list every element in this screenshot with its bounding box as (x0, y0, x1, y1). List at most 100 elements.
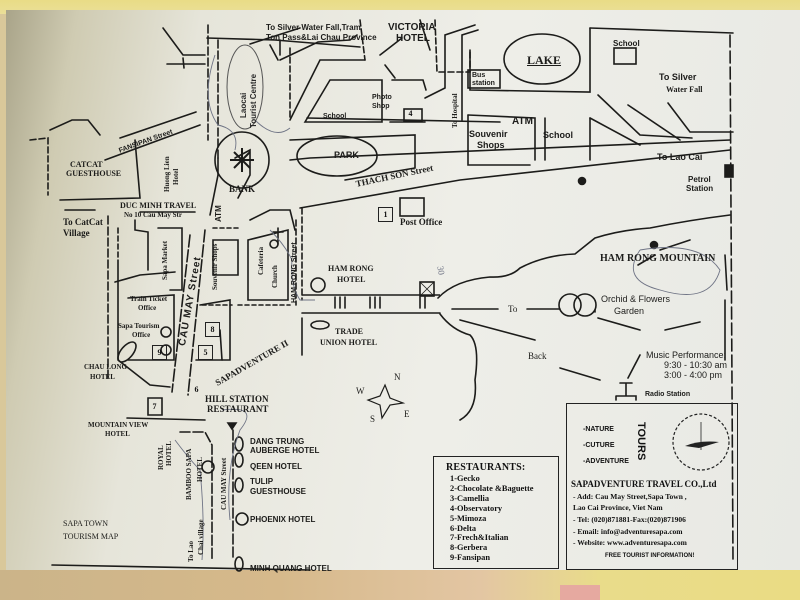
arrow (627, 354, 641, 379)
road-cau-may-east (187, 229, 206, 396)
block-train-office (127, 294, 175, 361)
hotel-marker (234, 436, 244, 452)
direction-silver-waterfall-right-1: To Silver (659, 72, 697, 82)
triangle-marker (226, 422, 238, 431)
direction-hospital: To Hospital (451, 93, 459, 128)
huong-lien-hotel-label-1: Huong Lien (163, 156, 171, 192)
restaurants-title: RESTAURANTS: (446, 462, 526, 473)
orchid-garden-label-2: Garden (614, 306, 645, 316)
arrow (637, 254, 656, 266)
restaurant-item: 3-Camellia (450, 493, 490, 503)
souvenir-shops-label-1: Souvenir (469, 129, 508, 139)
trade-union-hotel-label-1: TRADE (335, 327, 364, 336)
road (289, 59, 366, 121)
road (134, 219, 149, 271)
royal-hotel-label-1: ROYAL (157, 445, 165, 470)
laocai-tourist-centre-label-2: Tourist Centre (249, 73, 258, 128)
block-souvenir-street (212, 239, 239, 276)
direction-catcat-2: Village (63, 228, 90, 238)
lake-label: LAKE (527, 53, 562, 67)
map-paper (6, 10, 800, 576)
agency-address-2: Lao Cai Province, Viet Nam (573, 503, 663, 512)
atm-label-top: ATM (512, 116, 533, 127)
road (461, 29, 479, 121)
direction-silver-waterfall-top-1: To Silver Water Fall,Tram (266, 23, 361, 32)
direction-to: To (508, 304, 518, 314)
restaurant-item: 5-Mimoza (450, 513, 487, 523)
road (424, 24, 476, 99)
direction-silver-waterfall-top-2: Ton Pass&Lai Chau Province (266, 33, 377, 42)
duc-minh-travel-label-1: DUC MINH TRAVEL (120, 201, 197, 210)
compass-n: N (394, 372, 401, 382)
road (249, 209, 296, 231)
bus-station-label-1: Bus (472, 72, 486, 79)
road (162, 27, 206, 56)
block-photo (391, 79, 427, 91)
arrow (664, 321, 701, 331)
agency-bullet-culture: -CUTURE (583, 442, 615, 449)
desk-bottom (0, 570, 800, 600)
chau-long-hotel-label-2: HOTEL (90, 373, 115, 381)
bamboo-sapa-hotel-label-2: HOTEL (196, 457, 204, 482)
road (379, 37, 403, 56)
dang-trung-label-2: AUBERGE HOTEL (250, 446, 320, 455)
direction-back: Back (528, 351, 547, 361)
restaurant-item: 9-Fansipan (450, 553, 491, 563)
road-fansipan (104, 124, 201, 161)
road (359, 19, 366, 61)
sapadventure-agency-box: -NATURE -CUTURE -ADVENTURE TOURS SAPADVE… (566, 403, 738, 570)
road-cau-may-west (171, 234, 191, 393)
orchid-garden-circle (558, 293, 582, 317)
train-ticket-office-label-2: Office (138, 304, 157, 312)
map-edge-right (729, 34, 734, 561)
direction-ta-van-2: Chai village (197, 519, 205, 555)
hotel-marker (310, 320, 330, 330)
church-cross (272, 227, 284, 245)
agency-tours: TOURS (635, 422, 647, 461)
hill-station-label-1: HILL STATION (205, 394, 269, 404)
restaurants-list: 1-Gecko 2-Chocolate &Baguette 3-Camellia… (450, 474, 534, 563)
duc-minh-travel-label-2: No 10 Cau May Str (124, 211, 182, 219)
trade-union-hotel-label-2: UNION HOTEL (320, 338, 378, 347)
music-time-2: 3:00 - 4:00 pm (664, 370, 723, 380)
souvenir-shops-label-2: Shops (477, 140, 505, 150)
train-ticket-office-label-1: Train Ticket (130, 295, 168, 303)
laocai-tourist-centre-label-1: Laocai (239, 92, 248, 118)
arrow (597, 317, 641, 331)
roundabout-star (230, 148, 254, 172)
road (269, 44, 279, 61)
agency-address-1: - Add: Cau May Street,Sapa Town , (573, 492, 687, 501)
catcat-guesthouse-label-1: CATCAT (70, 160, 103, 169)
road (209, 157, 219, 216)
agency-bullet-adventure: -ADVENTURE (583, 458, 629, 465)
block-4 (403, 108, 423, 122)
road (627, 104, 681, 141)
bamboo-sapa-hotel-label-1: BAMBOO SAPA (185, 448, 193, 500)
hotel-marker (234, 477, 244, 493)
pencil-route (174, 54, 721, 561)
road-fansipan (119, 111, 197, 139)
map-title-line-1: SAPA TOWN (63, 519, 108, 528)
compass-e: E (404, 409, 410, 419)
petrol-station-label-1: Petrol (688, 175, 711, 184)
church-marker (269, 239, 279, 249)
compass-w: W (356, 386, 365, 396)
school-label-north: School (323, 113, 347, 120)
agency-free-info: FREE TOURIST INFORMATION! (605, 553, 695, 559)
cafeteria-label: Cafeteria (257, 247, 265, 275)
street-sapa-market: Sapa Market (161, 240, 169, 280)
music-performance-label: Music Performance: (646, 350, 727, 360)
agency-seal (672, 413, 730, 471)
agency-website: - Website: www.adventuresapa.com (573, 538, 687, 547)
marker-4: 4 (408, 109, 413, 118)
minh-quang-hotel-label: MINH QUANG HOTEL (250, 564, 332, 573)
direction-silver-waterfall-right-2: Water Fall (666, 85, 703, 94)
ham-rong-hotel-label-2: HOTEL (337, 275, 366, 284)
compass-rose (366, 383, 406, 420)
park-ellipse (296, 135, 378, 177)
hotel-marker (234, 556, 244, 572)
block-7 (147, 397, 163, 416)
park-label: PARK (334, 150, 359, 160)
huong-lien-hotel-label-2: Hotel (172, 168, 180, 185)
road (589, 117, 641, 146)
